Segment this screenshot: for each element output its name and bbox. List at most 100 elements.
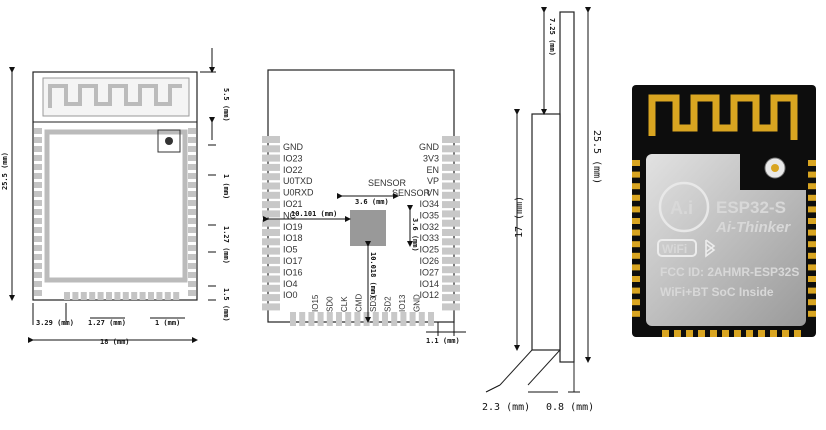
view2-pinout: GNDIO23IO22U0TXDU0RXDIO21NCIO19IO18IO5IO… xyxy=(262,69,466,345)
v2-bottom-pad xyxy=(299,312,306,326)
dim-bottom-pitch-1: 1 (mm) xyxy=(155,319,180,327)
photo-right-pad xyxy=(808,194,816,201)
v1-right-pad xyxy=(188,200,196,206)
v1-left-pad xyxy=(34,128,42,134)
photo-bottom-pad xyxy=(770,330,777,337)
photo-bottom-pad xyxy=(674,330,681,337)
right-pin-label: IO26 xyxy=(419,256,439,266)
v1-left-pad xyxy=(34,254,42,260)
right-pin-label: IO12 xyxy=(419,290,439,300)
photo-bottom-pad xyxy=(710,330,717,337)
v1-left-pad xyxy=(34,182,42,188)
photo-right-pad xyxy=(808,276,816,282)
v2-bottom-pad xyxy=(428,312,434,326)
v2-right-pad xyxy=(442,294,460,302)
v2-left-pad xyxy=(262,247,280,255)
left-pin-label: U0RXD xyxy=(283,188,314,198)
photo-bottom-pad xyxy=(722,330,729,337)
photo-right-pad xyxy=(808,160,816,166)
left-pin-label: IO23 xyxy=(283,153,303,163)
v2-left-pad xyxy=(262,210,280,218)
v2-left-pad xyxy=(262,284,280,292)
v1-left-pad xyxy=(34,155,42,161)
v1-left-pad xyxy=(34,137,42,143)
v2-right-pad xyxy=(442,154,460,162)
v2-left-pad xyxy=(262,173,280,181)
v2-left-pad xyxy=(262,154,280,162)
bottom-pin-label: SD3 xyxy=(369,296,378,312)
v2-left-pad xyxy=(262,266,280,274)
v2-bottom-pad xyxy=(400,312,407,326)
v2-right-pad xyxy=(442,303,460,311)
left-pin-label: IO17 xyxy=(283,256,303,266)
v2-bottom-pad xyxy=(336,312,342,326)
v1-bottom-pad xyxy=(148,292,154,300)
dim-total: 25.5 (mm) xyxy=(591,130,602,184)
v2-right-pad xyxy=(442,145,460,153)
v1-right-pad xyxy=(188,182,196,188)
v2-left-pad xyxy=(262,201,280,209)
right-pin-label: IO27 xyxy=(419,267,439,277)
photo-left-pad xyxy=(632,241,640,248)
photo-bottom-pad xyxy=(782,330,789,337)
v1-bottom-pad xyxy=(164,292,171,300)
v1-right-pad xyxy=(188,236,196,242)
v2-right-pad xyxy=(442,173,460,181)
dim-bottom-pitch-127: 1.27 (mm) xyxy=(88,319,126,327)
bottom-pin-label: SD0 xyxy=(326,296,335,312)
dim-antenna-height: 5.5 (mm) xyxy=(222,88,230,122)
photo-right-pad xyxy=(808,264,816,271)
v2-right-pad xyxy=(442,201,460,209)
v1-right-pad xyxy=(188,164,196,170)
ground-pad xyxy=(350,210,386,246)
v1-right-pad xyxy=(188,137,196,143)
tagline: WiFi+BT SoC Inside xyxy=(660,285,774,299)
svg-text:WiFi: WiFi xyxy=(662,242,687,256)
v2-left-pad xyxy=(262,294,280,302)
v1-bottom-pad xyxy=(89,292,96,300)
model-name: ESP32-S xyxy=(716,198,786,217)
photo-right-pad xyxy=(808,206,816,213)
v2-left-pad xyxy=(262,275,280,283)
v1-left-pad xyxy=(34,218,42,224)
v1-bottom-pad xyxy=(156,292,163,300)
v1-left-pad xyxy=(34,173,42,179)
inner-label-1: SENSOR xyxy=(368,178,407,188)
right-pin-label: EN xyxy=(426,165,439,175)
right-pin-label: IO35 xyxy=(419,210,439,220)
left-pin-label: IO19 xyxy=(283,222,303,232)
v1-bottom-pad xyxy=(72,292,79,300)
v2-bottom-pad xyxy=(418,312,425,326)
v2-bottom-pad xyxy=(363,312,370,326)
v1-right-pad xyxy=(188,254,196,260)
v2-left-pad xyxy=(262,191,280,199)
v1-right-pad xyxy=(188,155,196,161)
ai-logo-icon xyxy=(658,181,710,233)
v2-right-pad xyxy=(442,191,460,199)
dim-height-total: 25.5 (mm) xyxy=(1,152,9,190)
shield-can xyxy=(646,154,806,326)
left-pin-label: NC xyxy=(283,210,296,220)
photo-left-pad xyxy=(632,287,640,294)
right-pin-label: IO25 xyxy=(419,245,439,255)
v2-bottom-pad xyxy=(409,312,416,326)
left-pin-label: IO4 xyxy=(283,279,298,289)
v2-bottom-pad xyxy=(382,312,388,326)
v1-bottom-pad xyxy=(80,292,87,300)
right-pin-label: GND xyxy=(419,142,440,152)
dim-pad-height: 3.6 (mm) xyxy=(411,218,419,252)
left-pin-label: U0TXD xyxy=(283,176,313,186)
v2-right-pad xyxy=(442,210,460,218)
photo-left-pad xyxy=(632,194,640,201)
v2-left-pad xyxy=(262,163,280,171)
v1-left-pad xyxy=(34,146,42,152)
left-pin-label: IO5 xyxy=(283,245,298,255)
v1-right-pad xyxy=(188,272,196,278)
v1-right-pad xyxy=(188,146,196,152)
left-pin-label: IO21 xyxy=(283,199,303,209)
v2-right-pad xyxy=(442,238,460,246)
v1-right-pad xyxy=(188,209,196,215)
v1-left-pad xyxy=(34,290,42,296)
v2-left-pad xyxy=(262,256,280,264)
v2-right-pad xyxy=(442,182,460,190)
